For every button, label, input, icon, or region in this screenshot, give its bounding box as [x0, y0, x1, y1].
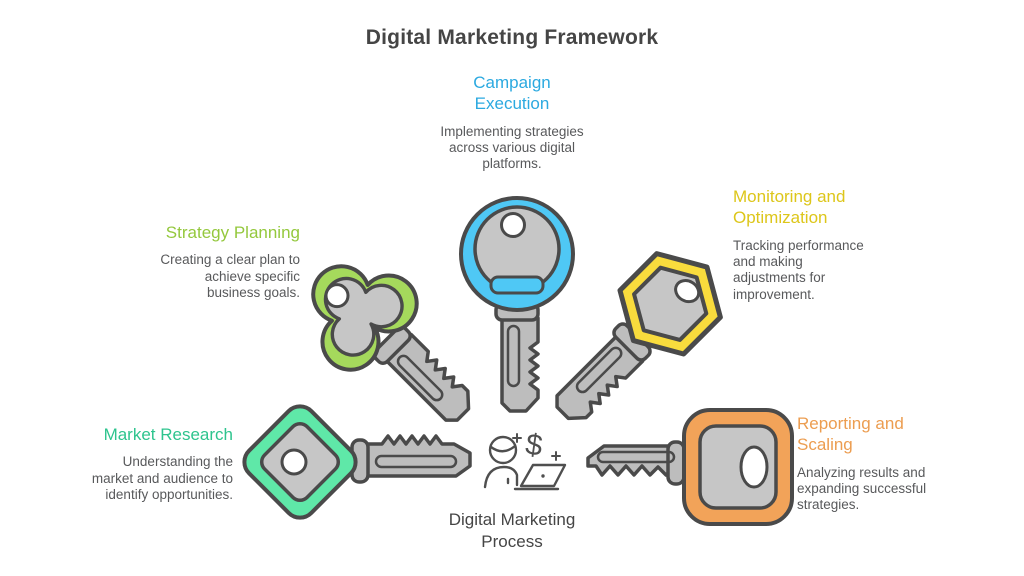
- key-campaign-execution: [452, 192, 582, 420]
- stage-desc-reporting-scaling: Analyzing results and expanding successf…: [797, 464, 927, 513]
- stage-block-reporting-scaling: Reporting and Scaling Analyzing results …: [797, 413, 967, 514]
- stage-desc-strategy-planning: Creating a clear plan to achieve specifi…: [160, 252, 300, 301]
- key-head: [682, 408, 794, 526]
- person-at-laptop-with-dollar-icon: $: [480, 425, 572, 518]
- stage-block-strategy-planning: Strategy Planning Creating a clear plan …: [130, 222, 300, 302]
- key-reporting-scaling: [550, 400, 800, 535]
- key-hole: [500, 212, 526, 238]
- person-head: [488, 435, 518, 465]
- stage-title-campaign-execution: Campaign Execution: [473, 73, 551, 114]
- stage-title-market-research: Market Research: [103, 425, 233, 444]
- center-process-label: Digital Marketing Process: [448, 510, 576, 552]
- sparkle-plus-icon: [551, 451, 561, 461]
- key-hole: [280, 448, 308, 476]
- stage-title-monitoring-optimization: Monitoring and Optimization: [733, 187, 846, 228]
- key-head: [242, 404, 358, 520]
- key-head: [459, 196, 575, 312]
- person-body: [483, 465, 519, 489]
- person-hairline: [489, 444, 517, 453]
- round-key-icon: [459, 196, 575, 413]
- laptop-screen: [519, 463, 567, 488]
- rounded-square-key-icon: [586, 408, 794, 526]
- stage-block-campaign-execution: Campaign Execution Implementing strategi…: [402, 72, 622, 173]
- key-shaft: [586, 440, 686, 486]
- stage-title-reporting-scaling: Reporting and Scaling: [797, 414, 904, 455]
- marketer-icon: $: [483, 428, 567, 491]
- key-hole: [674, 279, 701, 304]
- key-shaft: [350, 434, 472, 484]
- key-head: [311, 264, 419, 372]
- stage-block-market-research: Market Research Understanding the market…: [63, 424, 233, 504]
- key-monitoring-optimization: [555, 232, 723, 460]
- key-market-research: [236, 398, 486, 533]
- key-hole: [324, 283, 350, 309]
- diamond-key-icon: [242, 404, 472, 520]
- dollar-sign-icon: $: [523, 428, 544, 463]
- laptop-dot: [541, 474, 545, 478]
- key-head: [617, 251, 723, 357]
- key-hole: [739, 445, 769, 489]
- page-title: Digital Marketing Framework: [365, 26, 659, 49]
- clover-key-icon: [311, 264, 471, 422]
- stage-desc-market-research: Understanding the market and audience to…: [91, 454, 233, 503]
- stage-title-strategy-planning: Strategy Planning: [165, 223, 300, 242]
- stage-desc-campaign-execution: Implementing strategies across various d…: [440, 123, 584, 172]
- hexagon-key-icon: [555, 251, 723, 421]
- key-strategy-planning: [311, 238, 471, 466]
- sparkle-plus-icon: [512, 433, 522, 443]
- stage-block-monitoring-optimization: Monitoring and Optimization Tracking per…: [733, 186, 913, 303]
- key-shaft: [372, 325, 471, 422]
- stage-desc-monitoring-optimization: Tracking performance and making adjustme…: [733, 237, 864, 302]
